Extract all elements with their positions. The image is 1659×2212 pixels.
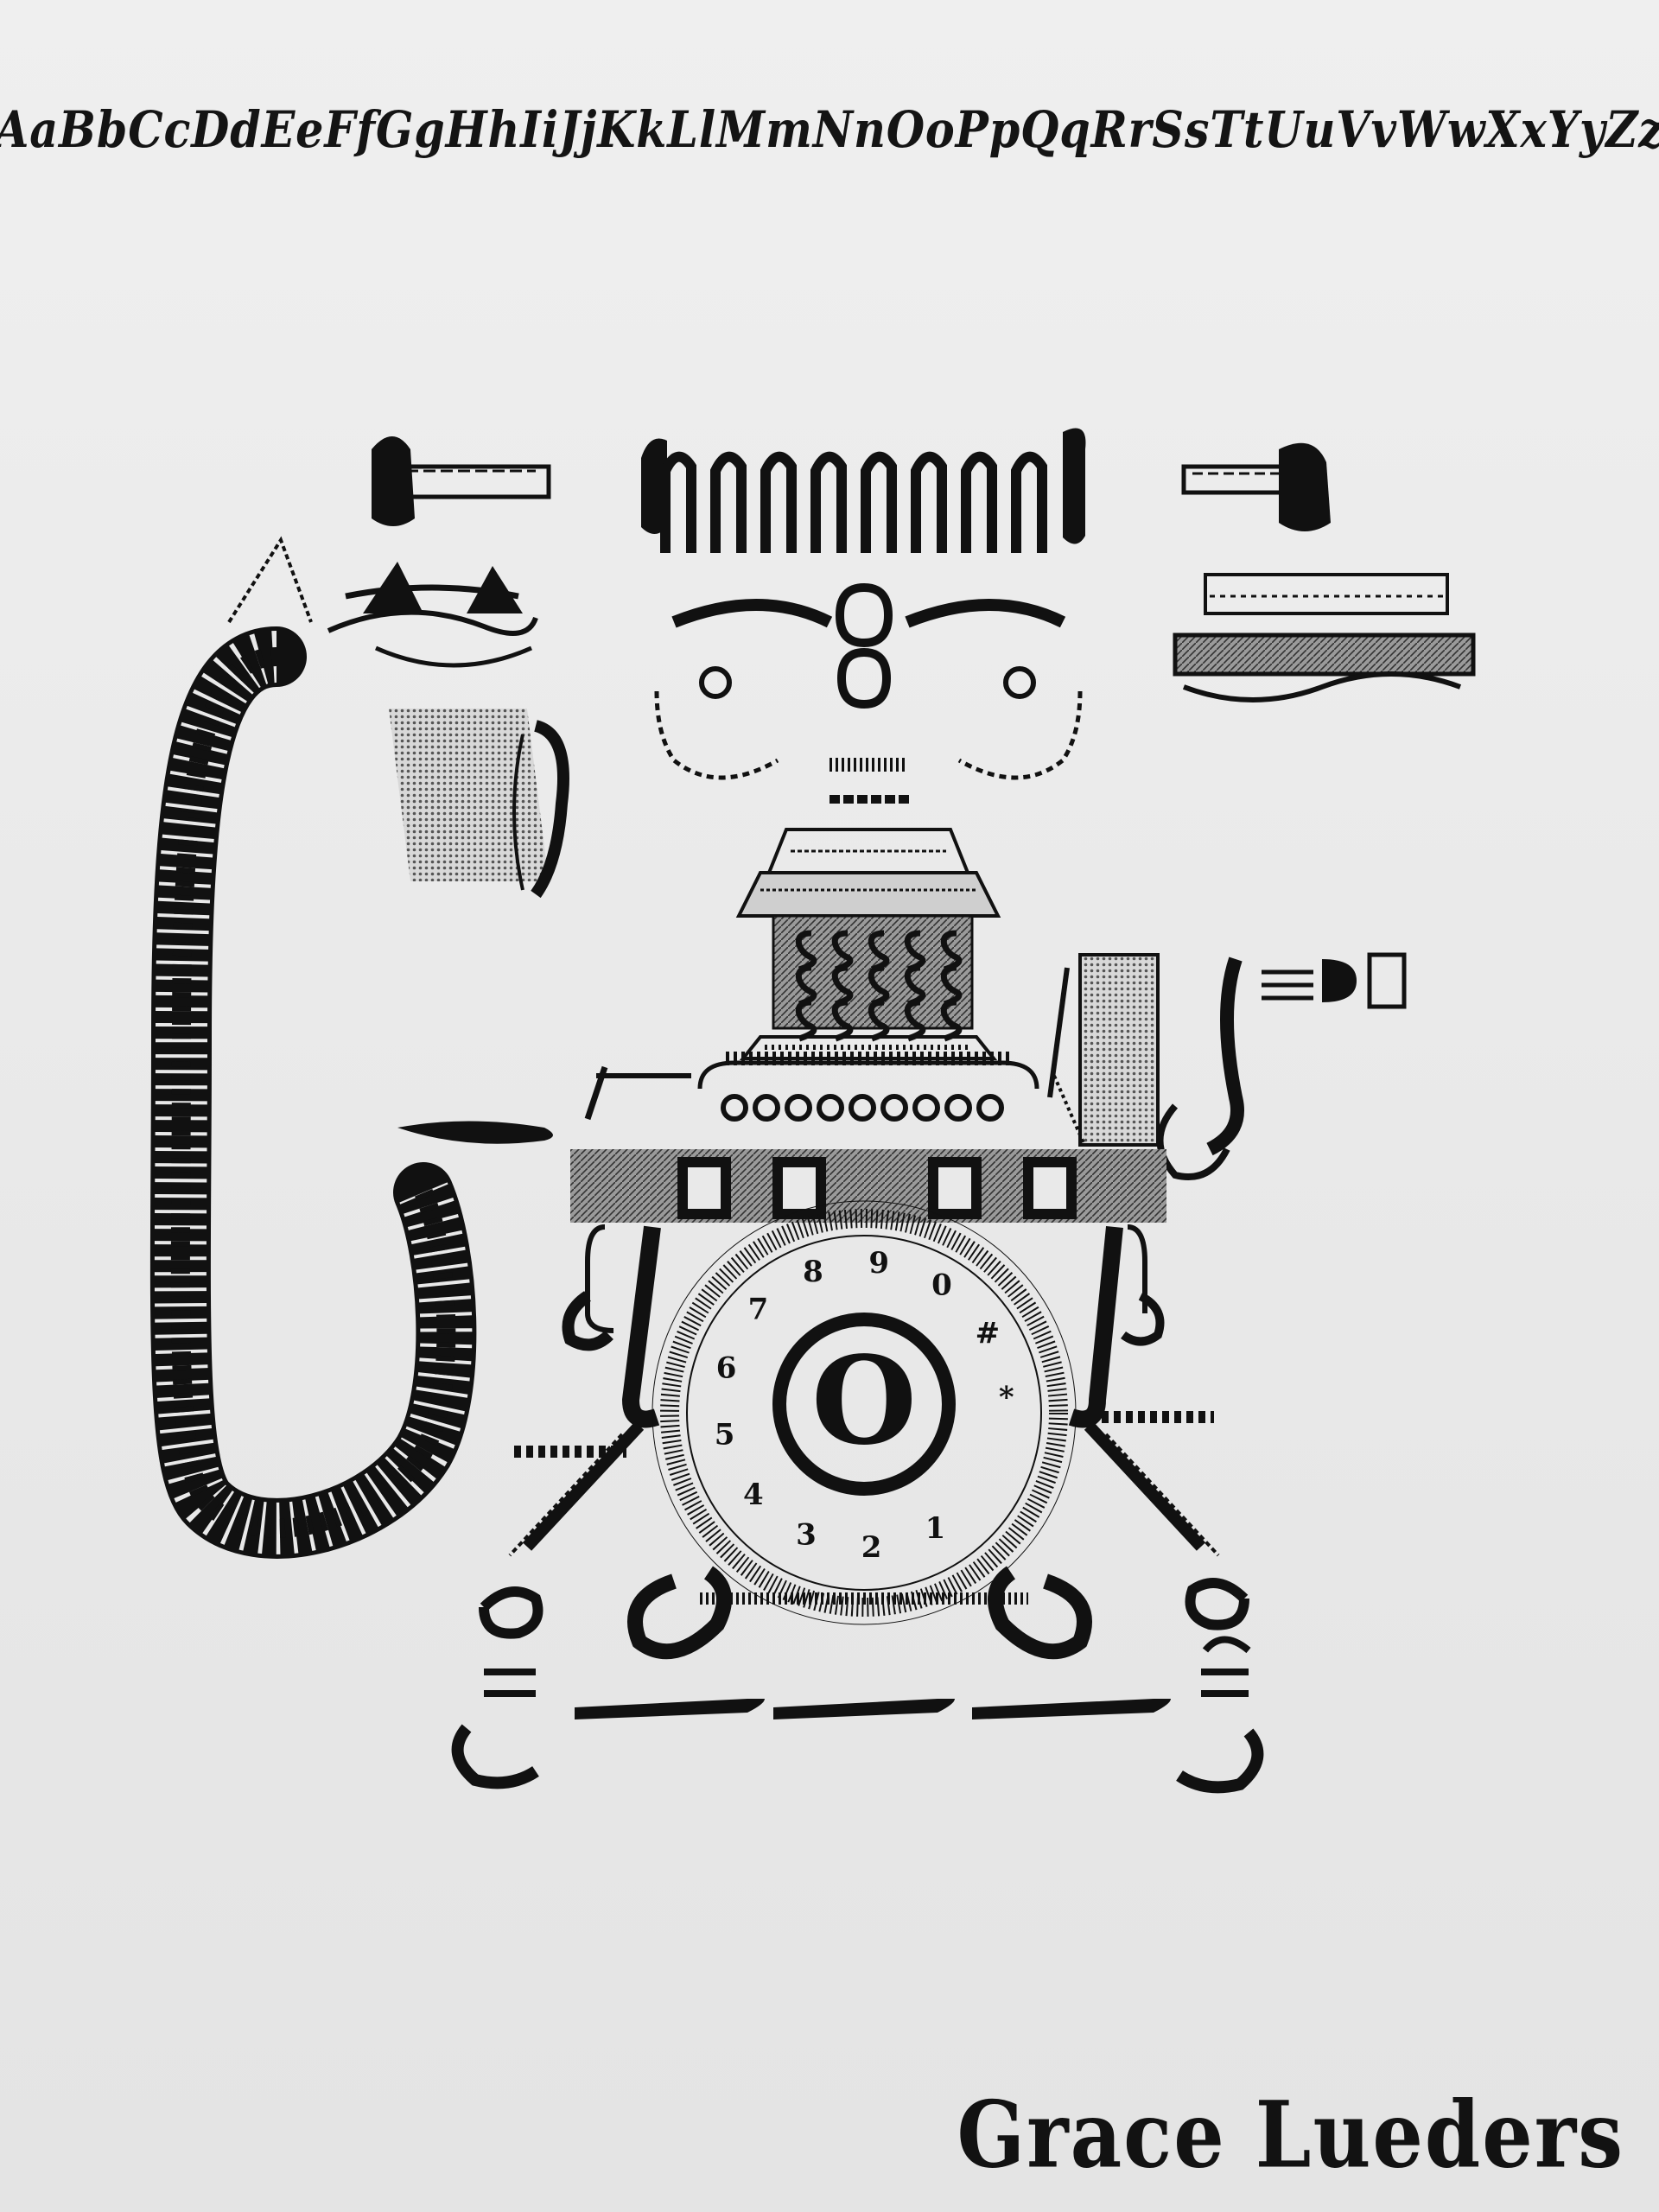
dial-digit: 4: [743, 1478, 764, 1512]
q-row: [721, 1094, 1004, 1122]
base-sides: [562, 1224, 1165, 1428]
dial-digit: 3: [796, 1518, 817, 1553]
crossbar-stroke: [710, 451, 747, 553]
bell-ornament: [868, 964, 890, 1007]
shoulder: [397, 1052, 1039, 1144]
bell-ornament: [831, 999, 854, 1042]
bottom-runners: [451, 1636, 1264, 1794]
bell-ornament: [795, 999, 817, 1042]
band-blocks: [677, 1157, 1077, 1219]
crossbar-stroke: [760, 451, 797, 553]
coiled-cord: [149, 536, 477, 1559]
crossbar-letters: [660, 451, 1047, 553]
mouthpiece-block: [389, 709, 569, 899]
bell-ornament: [868, 999, 890, 1042]
bell-ornament: [904, 999, 926, 1042]
stem: [830, 582, 912, 804]
dial-digit: 1: [925, 1511, 946, 1546]
bell-ornament: [940, 930, 963, 973]
q-loop: [817, 1094, 844, 1122]
bell-ornament: [831, 964, 854, 1007]
base-legs: [479, 1411, 1249, 1660]
dial-digit: #: [976, 1317, 1001, 1351]
q-loop: [912, 1094, 940, 1122]
crossbar-stroke: [911, 451, 947, 553]
band-block: [928, 1157, 982, 1219]
alphabet-text: AaBbCcDdEeFfGgHhIiJjKkLlMmNnOoPpQqRrSsTt…: [0, 100, 1659, 159]
bell-ornament: [831, 930, 854, 973]
dial-digit: 2: [861, 1530, 882, 1565]
bell-ornament: [868, 930, 890, 973]
dial-digit: *: [999, 1380, 1014, 1414]
q-loop: [976, 1094, 1004, 1122]
band-block: [1023, 1157, 1077, 1219]
bell-ornament-letters: [795, 930, 963, 1042]
left-handset-cluster: [327, 436, 551, 668]
q-loop: [944, 1094, 972, 1122]
bell-ornament: [940, 999, 963, 1042]
bell-ornament: [904, 930, 926, 973]
signature: Grace Lueders: [957, 2081, 1624, 2189]
crossbar-stroke: [660, 451, 696, 553]
dial-digit: 9: [868, 1246, 889, 1281]
q-loop: [880, 1094, 908, 1122]
bell-ornament: [940, 964, 963, 1007]
bell-ornament: [795, 964, 817, 1007]
crank: [1047, 952, 1407, 1180]
dial-digit: 5: [715, 1417, 735, 1452]
dial-digit: 0: [931, 1268, 952, 1303]
q-loop: [785, 1094, 812, 1122]
base-band: [570, 1149, 1166, 1223]
dial-digit: 7: [748, 1293, 769, 1327]
dial-digit: 8: [803, 1255, 823, 1289]
cradle-crossbar: [641, 428, 1086, 553]
crossbar-stroke: [861, 451, 897, 553]
dial-center-letter: O: [811, 1331, 917, 1472]
bell-ornament: [795, 930, 817, 973]
q-loop: [849, 1094, 876, 1122]
bell-ornament: [904, 964, 926, 1007]
q-loop: [753, 1094, 780, 1122]
swags: [654, 599, 1083, 780]
alphabet-strip: AaBbCcDdEeFfGgHhIiJjKkLlMmNnOoPpQqRrSsTt…: [0, 91, 1659, 168]
band-block: [677, 1157, 731, 1219]
crossbar-stroke: [1011, 451, 1047, 553]
crossbar-stroke: [810, 451, 847, 553]
right-handset-cluster: [1173, 442, 1476, 702]
bell-dome: [735, 828, 1001, 1060]
crossbar-stroke: [961, 451, 997, 553]
band-block: [772, 1157, 826, 1219]
dial-digit: 6: [716, 1351, 737, 1385]
q-loop: [721, 1094, 748, 1122]
